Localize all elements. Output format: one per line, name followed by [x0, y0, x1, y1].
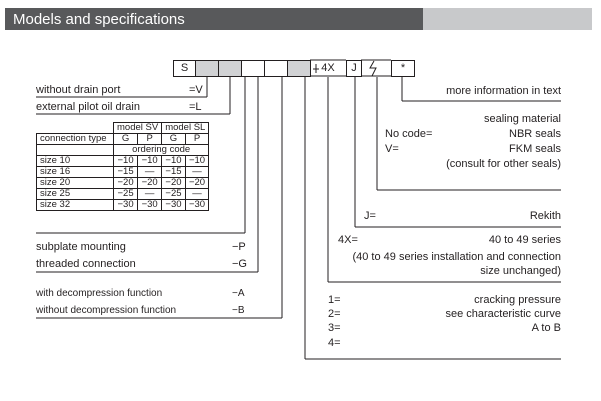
- table-size: size 32: [36, 199, 114, 211]
- table-sub-header: G: [161, 133, 186, 145]
- drain-port-label: without drain port: [36, 84, 121, 96]
- table-cell: −10: [184, 155, 210, 167]
- table-model-sv: model SV: [112, 122, 163, 134]
- with-decomp-code: −A: [232, 288, 245, 299]
- pressure-code-3: 3=: [328, 322, 341, 334]
- code-box-series-text: 4X: [321, 62, 335, 74]
- table-sub-header: G: [112, 133, 139, 145]
- header-light-bar: [423, 8, 592, 30]
- threaded-code: −G: [232, 258, 247, 270]
- pressure-code-1: 1=: [328, 294, 341, 306]
- section-header: Models and specifications: [5, 8, 592, 30]
- table-cell: −10: [161, 155, 186, 167]
- pilot-drain-code: =L: [189, 101, 202, 113]
- table-cell: −30: [137, 199, 163, 211]
- table-size: size 10: [36, 155, 114, 167]
- section-title: Models and specifications: [13, 11, 185, 28]
- sealing-nbr: NBR seals: [509, 128, 561, 140]
- code-box-decompression: [287, 60, 311, 77]
- with-decomp-label: with decompression function: [36, 288, 163, 299]
- pilot-drain-label: external pilot oil drain: [36, 101, 140, 113]
- table-sub-header: P: [184, 133, 210, 145]
- table-cell: —: [137, 166, 163, 178]
- sealing-title: sealing material: [483, 113, 561, 125]
- table-cell: −20: [184, 177, 210, 189]
- threaded-label: threaded connection: [36, 258, 136, 270]
- drain-port-code: =V: [189, 84, 203, 96]
- table-cell: −20: [161, 177, 186, 189]
- table-cell: −25: [112, 188, 139, 200]
- without-decomp-label: without decompression function: [36, 305, 177, 316]
- table-cell: —: [184, 188, 210, 200]
- j-text: Rekith: [529, 210, 561, 222]
- table-cell: −20: [112, 177, 139, 189]
- table-size: size 20: [36, 177, 114, 189]
- pressure-code-2: 2=: [328, 308, 341, 320]
- table-cell: −10: [112, 155, 139, 167]
- table-cell: −30: [112, 199, 139, 211]
- header-dark-bar: [5, 8, 423, 30]
- table-cell: −30: [184, 199, 210, 211]
- pressure-line-3: A to B: [531, 322, 561, 334]
- table-cell: −15: [112, 166, 139, 178]
- table-conn-type: connection type: [36, 133, 114, 145]
- series-code: 4X=: [338, 234, 358, 246]
- spec-table: model SV model SL connection type G P G …: [36, 122, 210, 211]
- pressure-line-2: see characteristic curve: [445, 308, 561, 320]
- table-size: size 25: [36, 188, 114, 200]
- subplate-label: subplate mounting: [36, 241, 126, 253]
- table-ordering-code: ordering code: [112, 144, 210, 156]
- table-row: size 32 −30 −30 −30 −30: [36, 199, 210, 211]
- series-note-2: size unchanged): [480, 265, 561, 277]
- table-corner: [36, 122, 114, 134]
- without-decomp-code: −B: [232, 305, 245, 316]
- table-model-sl: model SL: [161, 122, 210, 134]
- pressure-line-1: cracking pressure: [474, 294, 561, 306]
- series-text: 40 to 49 series: [488, 234, 561, 246]
- subplate-code: −P: [232, 241, 246, 253]
- table-row: size 16 −15 — −15 —: [36, 166, 210, 178]
- sealing-fkm: FKM seals: [509, 143, 561, 155]
- table-cell: —: [137, 188, 163, 200]
- table-row: size 10 −10 −10 −10 −10: [36, 155, 210, 167]
- code-box-j: J: [346, 60, 362, 77]
- sealing-v: V=: [385, 143, 399, 155]
- table-cell: −30: [161, 199, 186, 211]
- series-note-1: (40 to 49 series installation and connec…: [352, 251, 561, 263]
- table-sub-header: P: [137, 133, 163, 145]
- table-cell: −10: [137, 155, 163, 167]
- table-size: size 16: [36, 166, 114, 178]
- table-blank: [36, 144, 114, 156]
- table-cell: —: [184, 166, 210, 178]
- table-row: size 20 −20 −20 −20 −20: [36, 177, 210, 189]
- sealing-consult: (consult for other seals): [446, 158, 561, 170]
- more-info-text: more information in text: [446, 85, 561, 97]
- table-row: size 25 −25 — −25 —: [36, 188, 210, 200]
- table-cell: −15: [161, 166, 186, 178]
- j-code: J=: [364, 210, 376, 222]
- code-box-more: *: [391, 60, 415, 77]
- table-cell: −25: [161, 188, 186, 200]
- table-cell: −20: [137, 177, 163, 189]
- sealing-no-code: No code=: [385, 128, 433, 140]
- pressure-code-4: 4=: [328, 337, 341, 349]
- code-box-series: 4X: [310, 60, 346, 77]
